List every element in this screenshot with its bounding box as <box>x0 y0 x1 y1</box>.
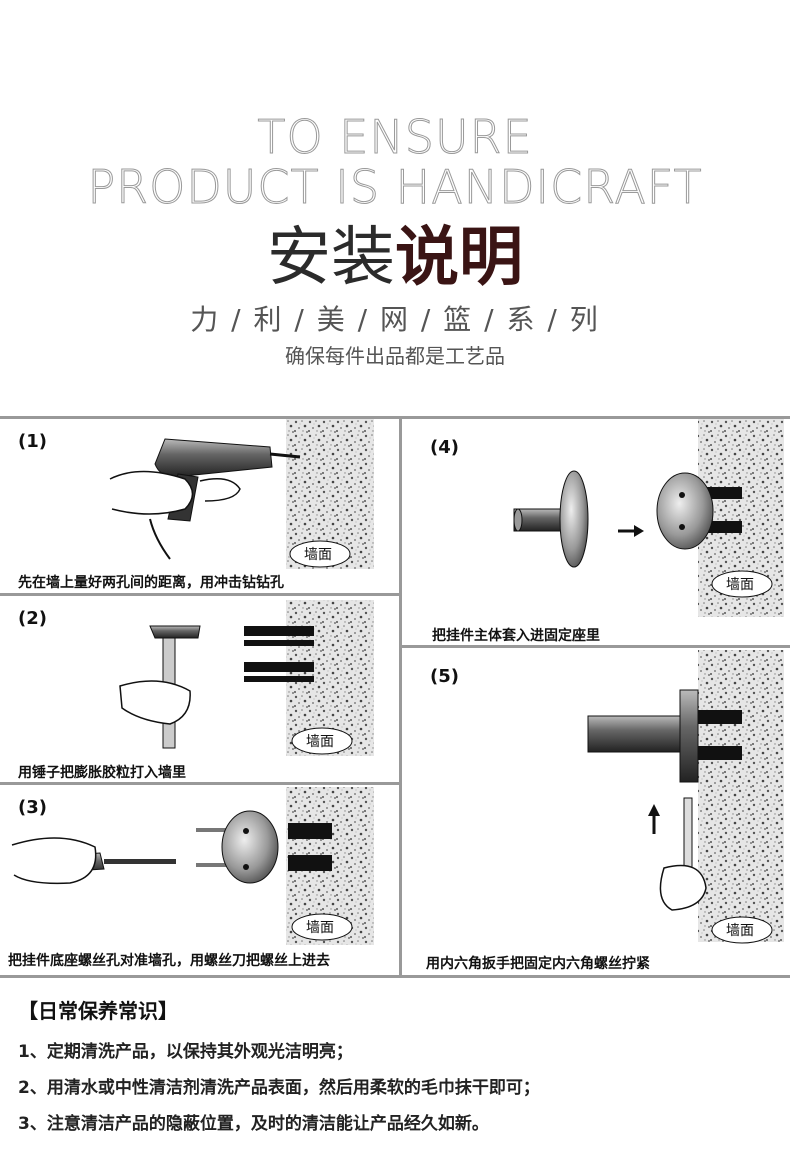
base-plate-icon <box>221 810 279 884</box>
wall-label-bubble <box>711 570 773 598</box>
step-number: (1) <box>18 431 47 452</box>
title-light: 安装 <box>267 221 395 295</box>
hand-icon <box>11 837 97 885</box>
divider <box>399 416 402 978</box>
step-number: (5) <box>430 666 459 687</box>
care-item: 2、用清水或中性清洁剂清洗产品表面，然后用柔软的毛巾抹干即可； <box>18 1078 540 1098</box>
step-1-illustration <box>109 419 374 569</box>
divider <box>0 593 399 596</box>
step-1-panel: (1) 墙面 先在墙上量好两孔间的距离，用冲击钻钻孔 <box>0 419 399 593</box>
care-section: 【日常保养常识】 1、定期清洗产品，以保持其外观光洁明亮； 2、用清水或中性清洁… <box>18 995 778 1142</box>
step-caption: 把挂件底座螺丝孔对准墙孔，用螺丝刀把螺丝上进去 <box>8 953 330 969</box>
wall-label-bubble <box>291 913 353 941</box>
base-plate-icon <box>656 472 714 550</box>
step-caption: 用锤子把膨胀胶粒打入墙里 <box>18 765 186 781</box>
series-line: 力 / 利 / 美 / 网 / 篮 / 系 / 列 <box>190 303 600 336</box>
drill-icon <box>154 438 273 478</box>
wall-label: 墙面 <box>304 547 332 563</box>
wall-label: 墙面 <box>726 577 754 593</box>
wall-label: 墙面 <box>306 920 334 936</box>
step-caption: 先在墙上量好两孔间的距离，用冲击钻钻孔 <box>18 575 284 591</box>
step-2-panel: (2) 墙面 用锤子把膨胀胶粒打入墙里 <box>0 596 399 782</box>
step-3-panel: (3) 墙面 把挂件底座螺丝孔对准墙孔，用螺丝刀把螺丝上进去 <box>0 785 399 975</box>
divider <box>0 975 790 978</box>
step-number: (4) <box>430 437 459 458</box>
holder-rod-icon <box>587 715 689 753</box>
step-5-panel: (5) 墙面 用内六角扳手把固定内六角螺丝拧紧 <box>402 648 790 975</box>
step-number: (3) <box>18 797 47 818</box>
anchor-icon <box>244 626 314 636</box>
step-caption: 用内六角扳手把固定内六角螺丝拧紧 <box>426 956 650 972</box>
care-item: 1、定期清洗产品，以保持其外观光洁明亮； <box>18 1042 353 1062</box>
care-item: 3、注意清洁产品的隐蔽位置，及时的清洁能让产品经久如新。 <box>18 1114 489 1134</box>
hammer-icon <box>149 625 201 639</box>
step-3-illustration <box>11 787 374 945</box>
wall-label-bubble <box>289 540 351 568</box>
divider <box>0 782 399 785</box>
wall-label: 墙面 <box>306 734 334 750</box>
step-caption: 把挂件主体套入进固定座里 <box>432 628 600 644</box>
step-4-panel: (4) 墙面 把挂件主体套入进固定座里 <box>402 419 790 645</box>
care-title: 【日常保养常识】 <box>18 999 178 1023</box>
divider <box>0 416 790 419</box>
header-english-line-2: PRODUCT IS HANDICRAFT <box>87 160 703 215</box>
wall-label: 墙面 <box>726 923 754 939</box>
step-4-illustration <box>513 419 784 617</box>
step-2-illustration <box>119 600 374 756</box>
page-title: 安装说明 <box>0 220 790 296</box>
step-number: (2) <box>18 608 47 629</box>
wall <box>698 650 784 942</box>
title-bold: 说明 <box>395 221 523 295</box>
wall-label-bubble <box>711 916 773 944</box>
hand-icon <box>109 470 194 515</box>
tagline: 确保每件出品都是工艺品 <box>285 344 505 368</box>
header-english-line-1: TO ENSURE <box>257 110 533 165</box>
hand-icon <box>659 864 707 911</box>
hand-icon <box>119 680 191 725</box>
divider <box>399 645 790 648</box>
step-5-illustration <box>587 650 784 944</box>
wall-label-bubble <box>291 727 353 755</box>
